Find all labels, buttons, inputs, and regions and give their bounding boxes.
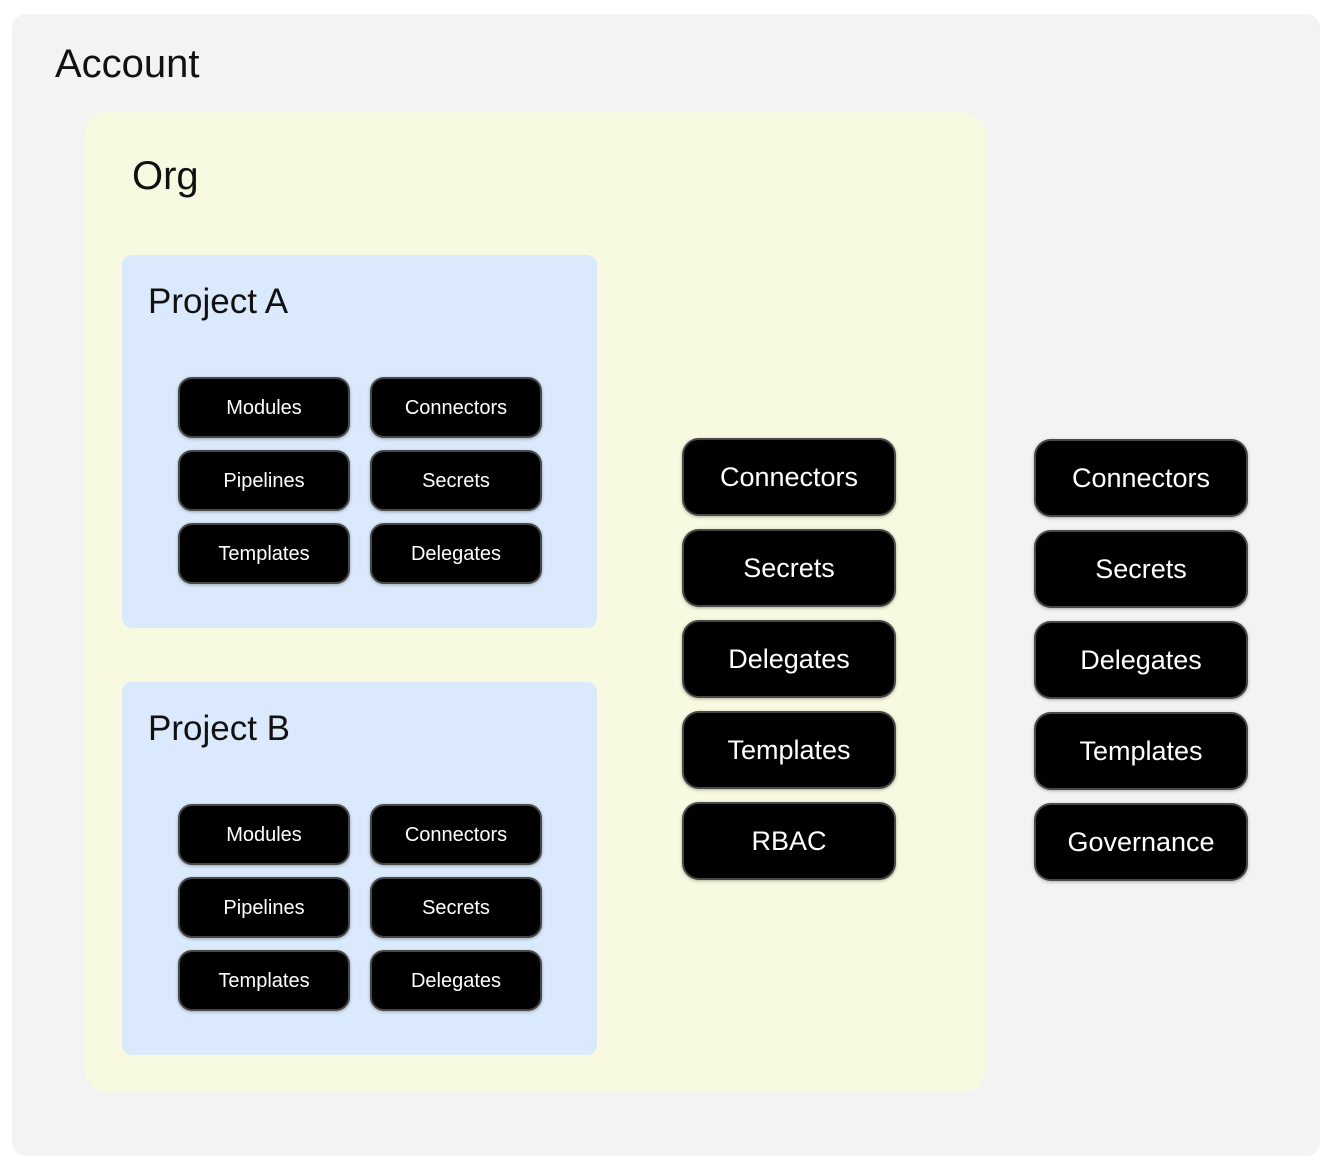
account-resource-column: Connectors Secrets Delegates Templates G…: [1034, 439, 1248, 881]
project-a-modules-node: Modules: [178, 377, 350, 438]
project-b-modules-node: Modules: [178, 804, 350, 865]
account-title: Account: [55, 42, 200, 86]
project-a-templates-node: Templates: [178, 523, 350, 584]
project-b-title: Project B: [148, 709, 290, 748]
project-b-delegates-node: Delegates: [370, 950, 542, 1011]
account-governance-node: Governance: [1034, 803, 1248, 881]
account-container: Account Org Project A Modules Connectors…: [12, 14, 1320, 1156]
org-rbac-node: RBAC: [682, 802, 896, 880]
project-a-delegates-node: Delegates: [370, 523, 542, 584]
project-b-pipelines-node: Pipelines: [178, 877, 350, 938]
org-templates-node: Templates: [682, 711, 896, 789]
account-templates-node: Templates: [1034, 712, 1248, 790]
org-connectors-node: Connectors: [682, 438, 896, 516]
org-resource-column: Connectors Secrets Delegates Templates R…: [682, 438, 896, 880]
account-connectors-node: Connectors: [1034, 439, 1248, 517]
project-a-pipelines-node: Pipelines: [178, 450, 350, 511]
account-secrets-node: Secrets: [1034, 530, 1248, 608]
project-a-title: Project A: [148, 282, 289, 321]
project-b-container: Project B Modules Connectors Pipelines S…: [122, 682, 597, 1055]
project-a-resource-grid: Modules Connectors Pipelines Secrets Tem…: [178, 377, 542, 584]
org-container: Org Project A Modules Connectors Pipelin…: [85, 112, 985, 1092]
project-a-secrets-node: Secrets: [370, 450, 542, 511]
project-b-resource-grid: Modules Connectors Pipelines Secrets Tem…: [178, 804, 542, 1011]
project-a-connectors-node: Connectors: [370, 377, 542, 438]
account-delegates-node: Delegates: [1034, 621, 1248, 699]
project-b-templates-node: Templates: [178, 950, 350, 1011]
org-title: Org: [132, 154, 199, 198]
project-a-container: Project A Modules Connectors Pipelines S…: [122, 255, 597, 628]
project-b-secrets-node: Secrets: [370, 877, 542, 938]
org-secrets-node: Secrets: [682, 529, 896, 607]
org-delegates-node: Delegates: [682, 620, 896, 698]
project-b-connectors-node: Connectors: [370, 804, 542, 865]
